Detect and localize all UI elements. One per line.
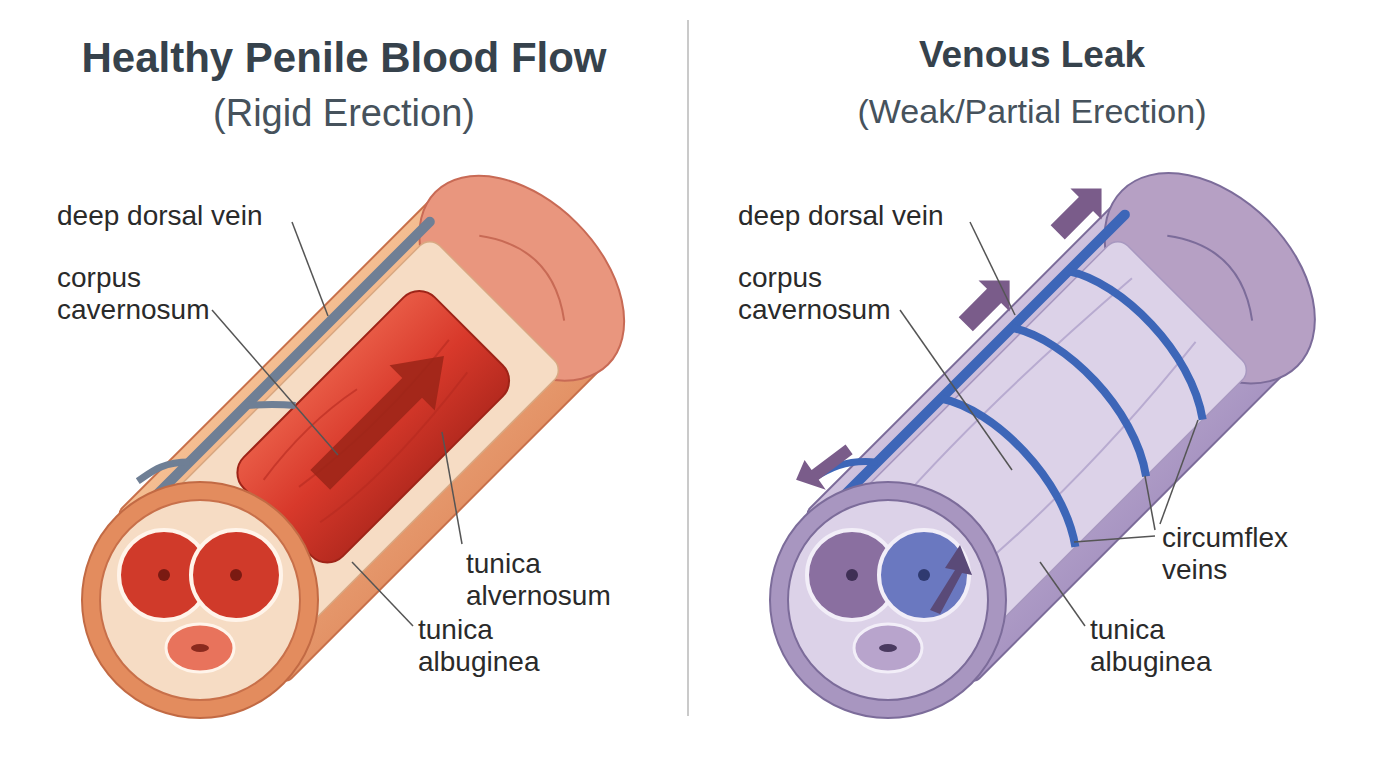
central-artery [846,569,858,581]
venous-leak-penis [766,106,1355,695]
leader-lines [212,222,1198,626]
leader-line [970,222,1015,315]
spongiosum-section [166,624,234,672]
circumflex-vein [1005,313,1169,477]
deep-dorsal-vein [807,215,1125,533]
panel-title: Venous Leak [688,34,1376,77]
panel-title: Healthy Penile Blood Flow [0,34,688,82]
deep-dorsal-vein [133,222,430,519]
leak-arrow [1042,173,1117,248]
central-artery [918,569,930,581]
leader-line [1040,562,1085,626]
leader-line [352,562,413,626]
corpus-section [191,530,281,620]
skin-sleeve [82,482,318,718]
leader-line [1160,420,1198,524]
urethra [191,644,209,652]
spongiosum-section [854,624,922,672]
cross-section [100,500,300,700]
central-artery [230,569,242,581]
part-label: tunica albuginea [1090,614,1260,678]
part-label: tunica alvernosum [466,548,646,612]
leader-line [292,222,328,316]
skin-sleeve [770,482,1006,718]
vein-branch [246,381,295,430]
leader-line [1145,476,1155,530]
part-label: corpus cavernosum [57,262,235,326]
flow-arrow [298,333,467,502]
urethra [879,644,897,652]
leader-line [212,310,338,455]
central-artery [158,569,170,581]
leader-line [1074,536,1155,542]
circumflex-vein [1061,256,1225,420]
leader-line [442,432,462,544]
part-label: tunica albuginea [418,614,588,678]
leak-arrow [930,545,972,614]
part-label: corpus cavernosum [738,262,916,326]
cross-section [788,500,988,700]
panel-subtitle: (Weak/Partial Erection) [688,92,1376,131]
leader-line [900,310,1012,470]
panel-divider [687,20,689,716]
tissue-texture [260,314,480,534]
panel-subtitle: (Rigid Erection) [0,92,688,136]
part-label: deep dorsal vein [57,200,262,232]
leak-arrow [950,265,1025,340]
part-label: circumflex veins [1162,522,1332,586]
part-label: deep dorsal vein [738,200,943,232]
